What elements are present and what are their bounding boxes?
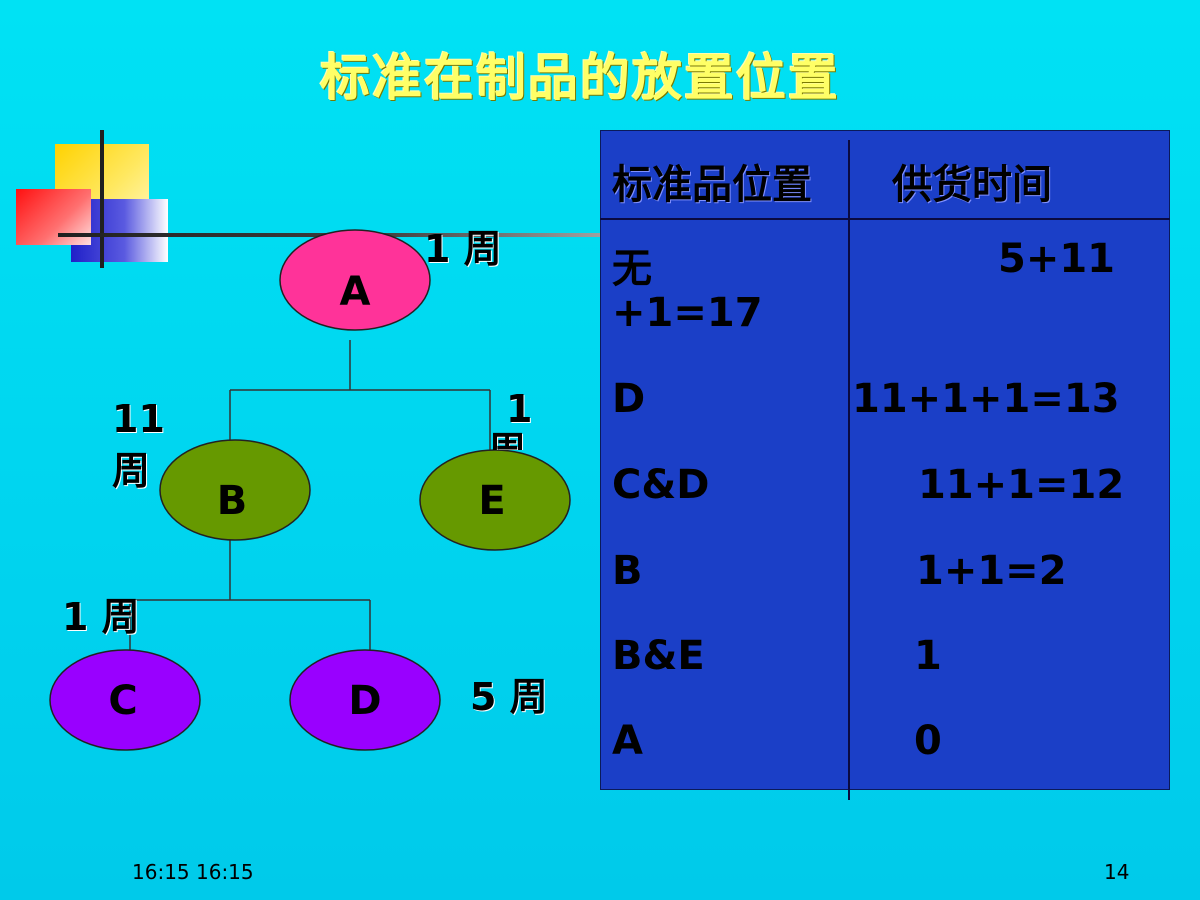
table-row-3-position: C&D [612,462,710,508]
table-row-5-time: 1 [914,633,942,679]
table-header-supply-time: 供货时间 [892,162,1052,208]
page-number: 14 [1104,860,1130,884]
table-row-4-position: B [612,548,643,594]
node-b [159,439,311,541]
lead-time-d: 5 周 [470,675,548,719]
table-row-2-position: D [612,376,646,422]
table-row-5-position: B&E [612,633,705,679]
node-a-label: A [340,269,371,315]
product-structure-tree: A B E C D [49,229,571,751]
table-row-6-time: 0 [914,718,942,764]
table-row-1-time: 5+11 [998,236,1116,282]
table-row-1-position-cont: +1=17 [612,290,763,336]
lead-time-c: 1 周 [62,595,140,639]
node-d-label: D [348,678,381,724]
lead-time-e-number: 1 [506,387,533,431]
node-c [49,649,201,751]
node-e-label: E [478,478,505,524]
table-row-4-time: 1+1=2 [916,548,1067,594]
lead-time-b-unit: 周 [112,449,151,493]
node-d [289,649,441,751]
placement-table [600,130,1170,790]
lead-time-b-number: 11 [112,397,165,441]
table-header-divider [600,218,1170,220]
lead-time-e-unit: 周 [488,428,526,450]
tree-connectors [129,340,491,650]
table-header-position: 标准品位置 [612,162,812,208]
table-row-2-time: 11+1+1=13 [852,376,1120,422]
slide-title: 标准在制品的放置位置 [320,49,840,107]
table-row-1-position: 无 [612,246,652,292]
node-a [279,229,431,331]
footer-timestamp: 16:15 16:15 [132,860,254,884]
node-b-label: B [217,478,248,524]
table-row-6-position: A [612,718,643,764]
decor-vertical-line [100,130,104,268]
table-column-divider [848,140,850,800]
table-row-3-time: 11+1=12 [918,462,1125,508]
node-c-label: C [108,678,137,724]
lead-time-a: 1 周 [424,227,502,271]
node-e [419,449,571,551]
